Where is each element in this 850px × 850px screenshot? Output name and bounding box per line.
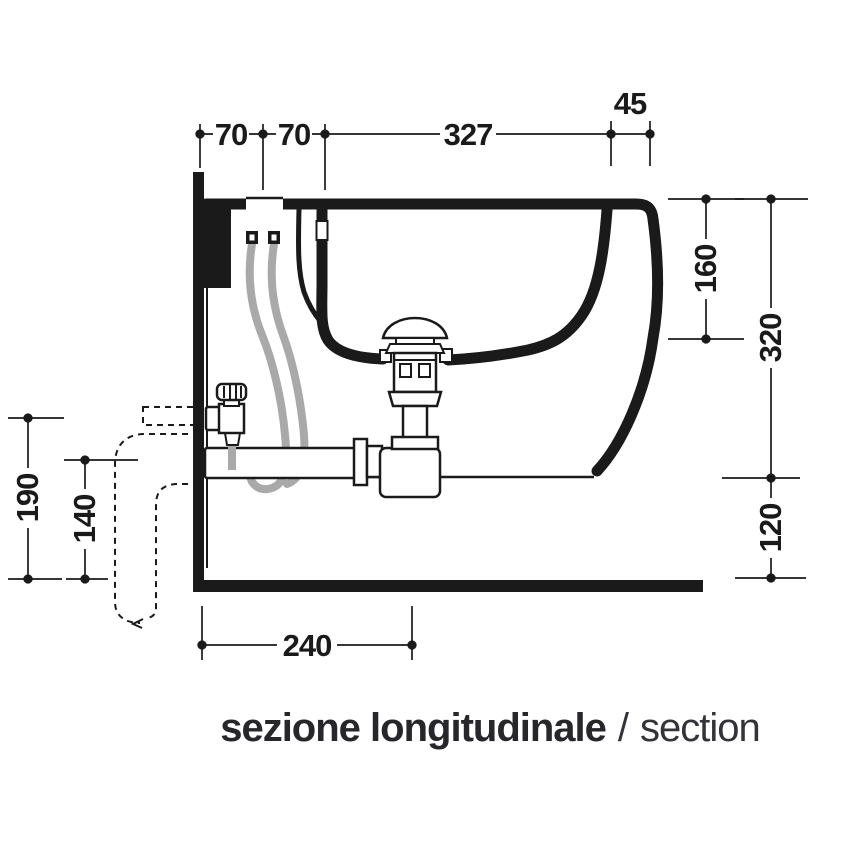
hidden-drain-pipe — [114, 433, 199, 624]
caption-separator: / — [617, 706, 629, 750]
floor — [193, 580, 703, 592]
angle-valve — [204, 382, 248, 470]
trap-top-joint — [390, 435, 440, 451]
valve-hose-nut — [223, 432, 242, 446]
drain-pipe-flange — [352, 437, 369, 487]
dim-label-120: 120 — [753, 504, 788, 553]
waste-flange — [384, 343, 446, 354]
bidet-outer-profile — [200, 198, 664, 477]
supply-hose-left — [245, 240, 291, 494]
wall — [193, 172, 204, 582]
valve-body — [217, 402, 246, 435]
dim-label-70-left: 70 — [215, 117, 247, 152]
dimension-right-160 — [668, 194, 744, 344]
dimension-left-190 — [8, 413, 64, 584]
drain-trap-body — [378, 446, 442, 499]
dim-label-320: 320 — [753, 314, 788, 363]
overflow-slot — [315, 220, 329, 241]
caption-english: section — [640, 706, 761, 750]
dim-label-160: 160 — [688, 245, 723, 294]
dim-label-140: 140 — [67, 495, 102, 544]
drain-pipe-horizontal — [203, 446, 358, 480]
drawing-caption: sezione longitudinale / section — [120, 706, 850, 751]
dim-label-327: 327 — [444, 117, 493, 152]
tap-hole — [246, 196, 283, 212]
bidet-rim-channel-line — [296, 206, 324, 325]
bidet-ceramic-section — [200, 198, 664, 477]
dimension-right-320-120 — [722, 194, 808, 583]
dim-label-190: 190 — [10, 474, 45, 523]
dim-label-240: 240 — [283, 628, 332, 663]
pop-up-waste — [379, 316, 453, 451]
hidden-supply-pipe — [142, 406, 200, 426]
hose-fittings — [246, 231, 280, 244]
waste-tailpipe — [401, 404, 429, 440]
drain-flow-arrow-icon — [130, 618, 144, 629]
bidet-bowl-inner-front — [442, 204, 613, 366]
dim-label-45: 45 — [614, 86, 647, 121]
bidet-bowl-inner-rear — [316, 203, 389, 365]
waste-nut — [387, 390, 443, 408]
dimension-bottom-240 — [197, 606, 417, 660]
dimension-top — [195, 121, 655, 190]
dimension-lines — [8, 121, 808, 660]
rear-fixing-block — [204, 209, 231, 288]
valve-knob-ribs — [223, 385, 242, 399]
caption-italian: sezione longitudinale — [220, 706, 607, 750]
waste-clamp-left — [379, 349, 392, 363]
waste-dome-cap — [381, 316, 449, 340]
dim-label-70-center: 70 — [278, 117, 310, 152]
dimension-left-140 — [64, 455, 138, 584]
